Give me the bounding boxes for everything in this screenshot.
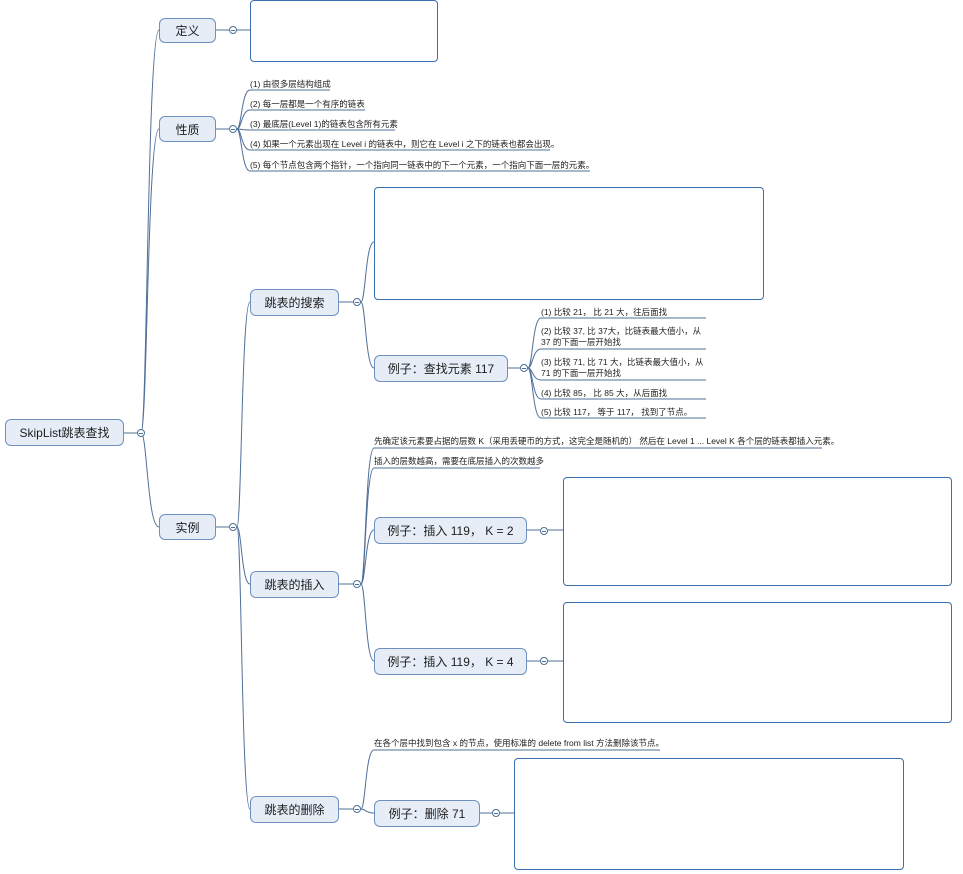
connector-insert-k2 (360, 529, 375, 585)
topic-definition[interactable]: 定义 (159, 18, 216, 43)
topic-insert-example-k2[interactable]: 例子：插入 119， K = 2 (374, 517, 527, 544)
collapse-toggle-insert[interactable] (353, 580, 361, 588)
connector-search-example (360, 301, 375, 369)
collapse-toggle-search-example[interactable] (520, 364, 528, 372)
insert-k2-diagram-panel (563, 477, 952, 586)
delete-note: 在各个层中找到包含 x 的节点，使用标准的 delete from list 方… (374, 738, 664, 748)
property-1: (1) 由很多层结构组成 (250, 79, 331, 89)
connector-examples-delete (236, 526, 251, 810)
property-3: (3) 最底层(Level 1)的链表包含所有元素 (250, 119, 398, 129)
search-diagram-panel (374, 187, 764, 300)
collapse-toggle-search[interactable] (353, 298, 361, 306)
connector-search-step-5 (527, 367, 542, 419)
connector-property-1 (236, 89, 251, 130)
property-4: (4) 如果一个元素出现在 Level i 的链表中，则它在 Level i 之… (250, 139, 560, 149)
property-2: (2) 每一层都是一个有序的链表 (250, 99, 365, 109)
topic-properties[interactable]: 性质 (159, 116, 216, 142)
search-step-5: (5) 比较 117， 等于 117， 找到了节点。 (541, 407, 693, 417)
topic-insert[interactable]: 跳表的插入 (250, 571, 339, 598)
collapse-toggle-root[interactable] (137, 429, 145, 437)
collapse-toggle-delete-example[interactable] (492, 809, 500, 817)
topic-insert-example-k4[interactable]: 例子：插入 119， K = 4 (374, 648, 527, 675)
property-5: (5) 每个节点包含两个指针，一个指向同一链表中的下一个元素，一个指向下面一层的… (250, 160, 595, 170)
topic-examples[interactable]: 实例 (159, 514, 216, 540)
connector-search-diagram (360, 241, 375, 303)
collapse-toggle-definition[interactable] (229, 26, 237, 34)
insert-note-1: 先确定该元素要占据的层数 K（采用丢硬币的方式，这完全是随机的） 然后在 Lev… (374, 436, 840, 446)
definition-diagram-panel (250, 0, 438, 62)
insert-k4-diagram-panel (563, 602, 952, 723)
insert-note-2: 插入的层数越高，需要在底层插入的次数越多 (374, 456, 545, 466)
collapse-toggle-delete[interactable] (353, 805, 361, 813)
connector-insert-note2 (360, 467, 375, 585)
connector-property-2 (236, 109, 251, 130)
root-topic[interactable]: SkipList跳表查找 (5, 419, 124, 446)
search-step-2: (2) 比较 37, 比 37大，比链表最大值小，从 37 的下面一层开始找 (541, 326, 702, 347)
topic-search[interactable]: 跳表的搜索 (250, 289, 339, 316)
connector-insert-note1 (360, 447, 375, 585)
connector-root-examples (140, 432, 160, 528)
collapse-toggle-properties[interactable] (229, 125, 237, 133)
connector-property-5 (236, 128, 251, 172)
topic-delete[interactable]: 跳表的删除 (250, 796, 339, 823)
topic-delete-example[interactable]: 例子：删除 71 (374, 800, 480, 827)
collapse-toggle-insert-k4[interactable] (540, 657, 548, 665)
collapse-toggle-examples[interactable] (229, 523, 237, 531)
connector-insert-k4 (360, 583, 375, 662)
connector-examples-search (236, 301, 251, 528)
delete-diagram-panel (514, 758, 904, 870)
topic-search-example[interactable]: 例子：查找元素 117 (374, 355, 508, 382)
connector-delete-example (360, 808, 375, 814)
search-step-3: (3) 比较 71, 比 71 大，比链表最大值小，从 71 的下面一层开始找 (541, 357, 704, 378)
search-step-4: (4) 比较 85， 比 85 大，从后面找 (541, 388, 668, 398)
connector-search-step-1 (527, 317, 542, 369)
connector-root-properties (140, 128, 160, 434)
connector-search-step-2 (527, 348, 542, 369)
connector-delete-note (360, 749, 375, 810)
collapse-toggle-insert-k2[interactable] (540, 527, 548, 535)
connector-examples-insert (236, 526, 251, 585)
search-step-1: (1) 比较 21， 比 21 大，往后面找 (541, 307, 668, 317)
connector-property-3 (236, 128, 251, 131)
